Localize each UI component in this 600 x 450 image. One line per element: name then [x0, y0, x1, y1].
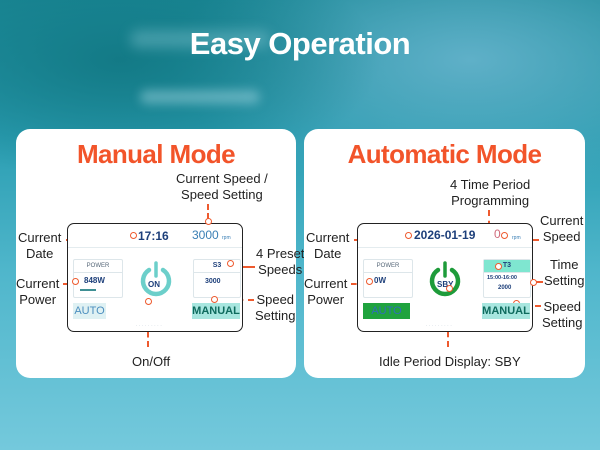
label-time-setting: Time Setting: [544, 257, 585, 288]
callout-dot: [72, 278, 79, 285]
controller-screen: 2026-01-19 0 rpm POWER 0W SBY T3 15:00-1…: [357, 223, 537, 332]
speed-display: 0: [494, 227, 501, 241]
label-time-period: 4 Time Period Programming: [450, 177, 531, 208]
label-preset-speeds: 4 Preset Speeds: [256, 246, 305, 277]
standby-icon[interactable]: [428, 260, 462, 298]
on-icon[interactable]: [139, 260, 173, 298]
preset-box: S3 3000: [193, 259, 241, 298]
power-box: POWER 0W: [363, 259, 413, 298]
callout-line: [243, 266, 255, 268]
callout-dot: [495, 263, 502, 270]
automatic-mode-panel: Automatic Mode 4 Time Period Programming…: [304, 129, 585, 378]
automatic-mode-title: Automatic Mode: [347, 139, 542, 169]
background-blur: [130, 30, 270, 48]
label-current-power: Current Power: [16, 276, 60, 307]
speed-unit: rpm: [222, 235, 231, 241]
manual-mode-panel: Manual Mode Current Speed / Speed Settin…: [16, 129, 304, 378]
manual-button[interactable]: MANUAL: [482, 303, 530, 319]
callout-dot: [130, 232, 137, 239]
power-bar: [80, 289, 96, 291]
divider: [358, 247, 532, 248]
callout-dot: [145, 298, 152, 305]
auto-button[interactable]: AUTO: [363, 303, 410, 319]
callout-dot: [205, 218, 212, 225]
label-speed-setting: Speed Setting: [255, 292, 296, 323]
date-display: 2026-01-19: [414, 228, 476, 242]
label-current-speed: Current Speed: [540, 213, 584, 244]
firmware-text: · · · · · · · · ·: [136, 323, 162, 328]
background-blur: [140, 90, 260, 104]
time-display: 17:16: [138, 229, 169, 243]
label-speed-setting: Speed Setting: [542, 299, 583, 330]
label-current-date: Current Date: [306, 230, 350, 261]
speed-unit: rpm: [512, 235, 521, 241]
controller-screen: 17:16 3000 rpm POWER 848W ON S3 3000 AUT…: [67, 218, 243, 332]
power-box: POWER 848W: [73, 259, 123, 298]
callout-line: [531, 281, 543, 283]
manual-button[interactable]: MANUAL: [192, 303, 240, 319]
power-state: ON: [148, 280, 160, 289]
auto-button[interactable]: AUTO: [73, 303, 106, 319]
label-idle-period: Idle Period Display: SBY: [379, 354, 521, 369]
label-on-off: On/Off: [132, 354, 171, 369]
power-state: SBY: [437, 280, 454, 289]
speed-display: 3000: [192, 228, 219, 242]
power-header: POWER: [74, 260, 122, 273]
preset-speed: 3000: [205, 278, 221, 285]
period-speed: 2000: [498, 285, 512, 291]
period-label: T3: [484, 260, 530, 273]
callout-dot: [501, 232, 508, 239]
preset-label: S3: [194, 260, 240, 273]
callout-dot: [227, 260, 234, 267]
period-box: T3 15:00-16:00 2000: [483, 259, 531, 298]
time-range: 15:00-16:00: [487, 275, 517, 281]
label-current-power: Current Power: [304, 276, 348, 307]
page-title: Easy Operation: [189, 26, 411, 61]
label-current-date: Current Date: [18, 230, 62, 261]
firmware-text: · · · · · · · · ·: [426, 323, 452, 328]
divider: [68, 247, 242, 248]
callout-dot: [211, 296, 218, 303]
power-value: 0W: [374, 276, 386, 285]
callout-dot: [530, 279, 537, 286]
power-header: POWER: [364, 260, 412, 273]
manual-mode-title: Manual Mode: [76, 139, 236, 169]
label-current-speed: Current Speed / Speed Setting: [176, 171, 268, 202]
callout-line: [207, 204, 209, 228]
callout-dot: [446, 285, 453, 292]
callout-dot: [366, 278, 373, 285]
callout-dot: [405, 232, 412, 239]
power-value: 848W: [84, 276, 105, 285]
